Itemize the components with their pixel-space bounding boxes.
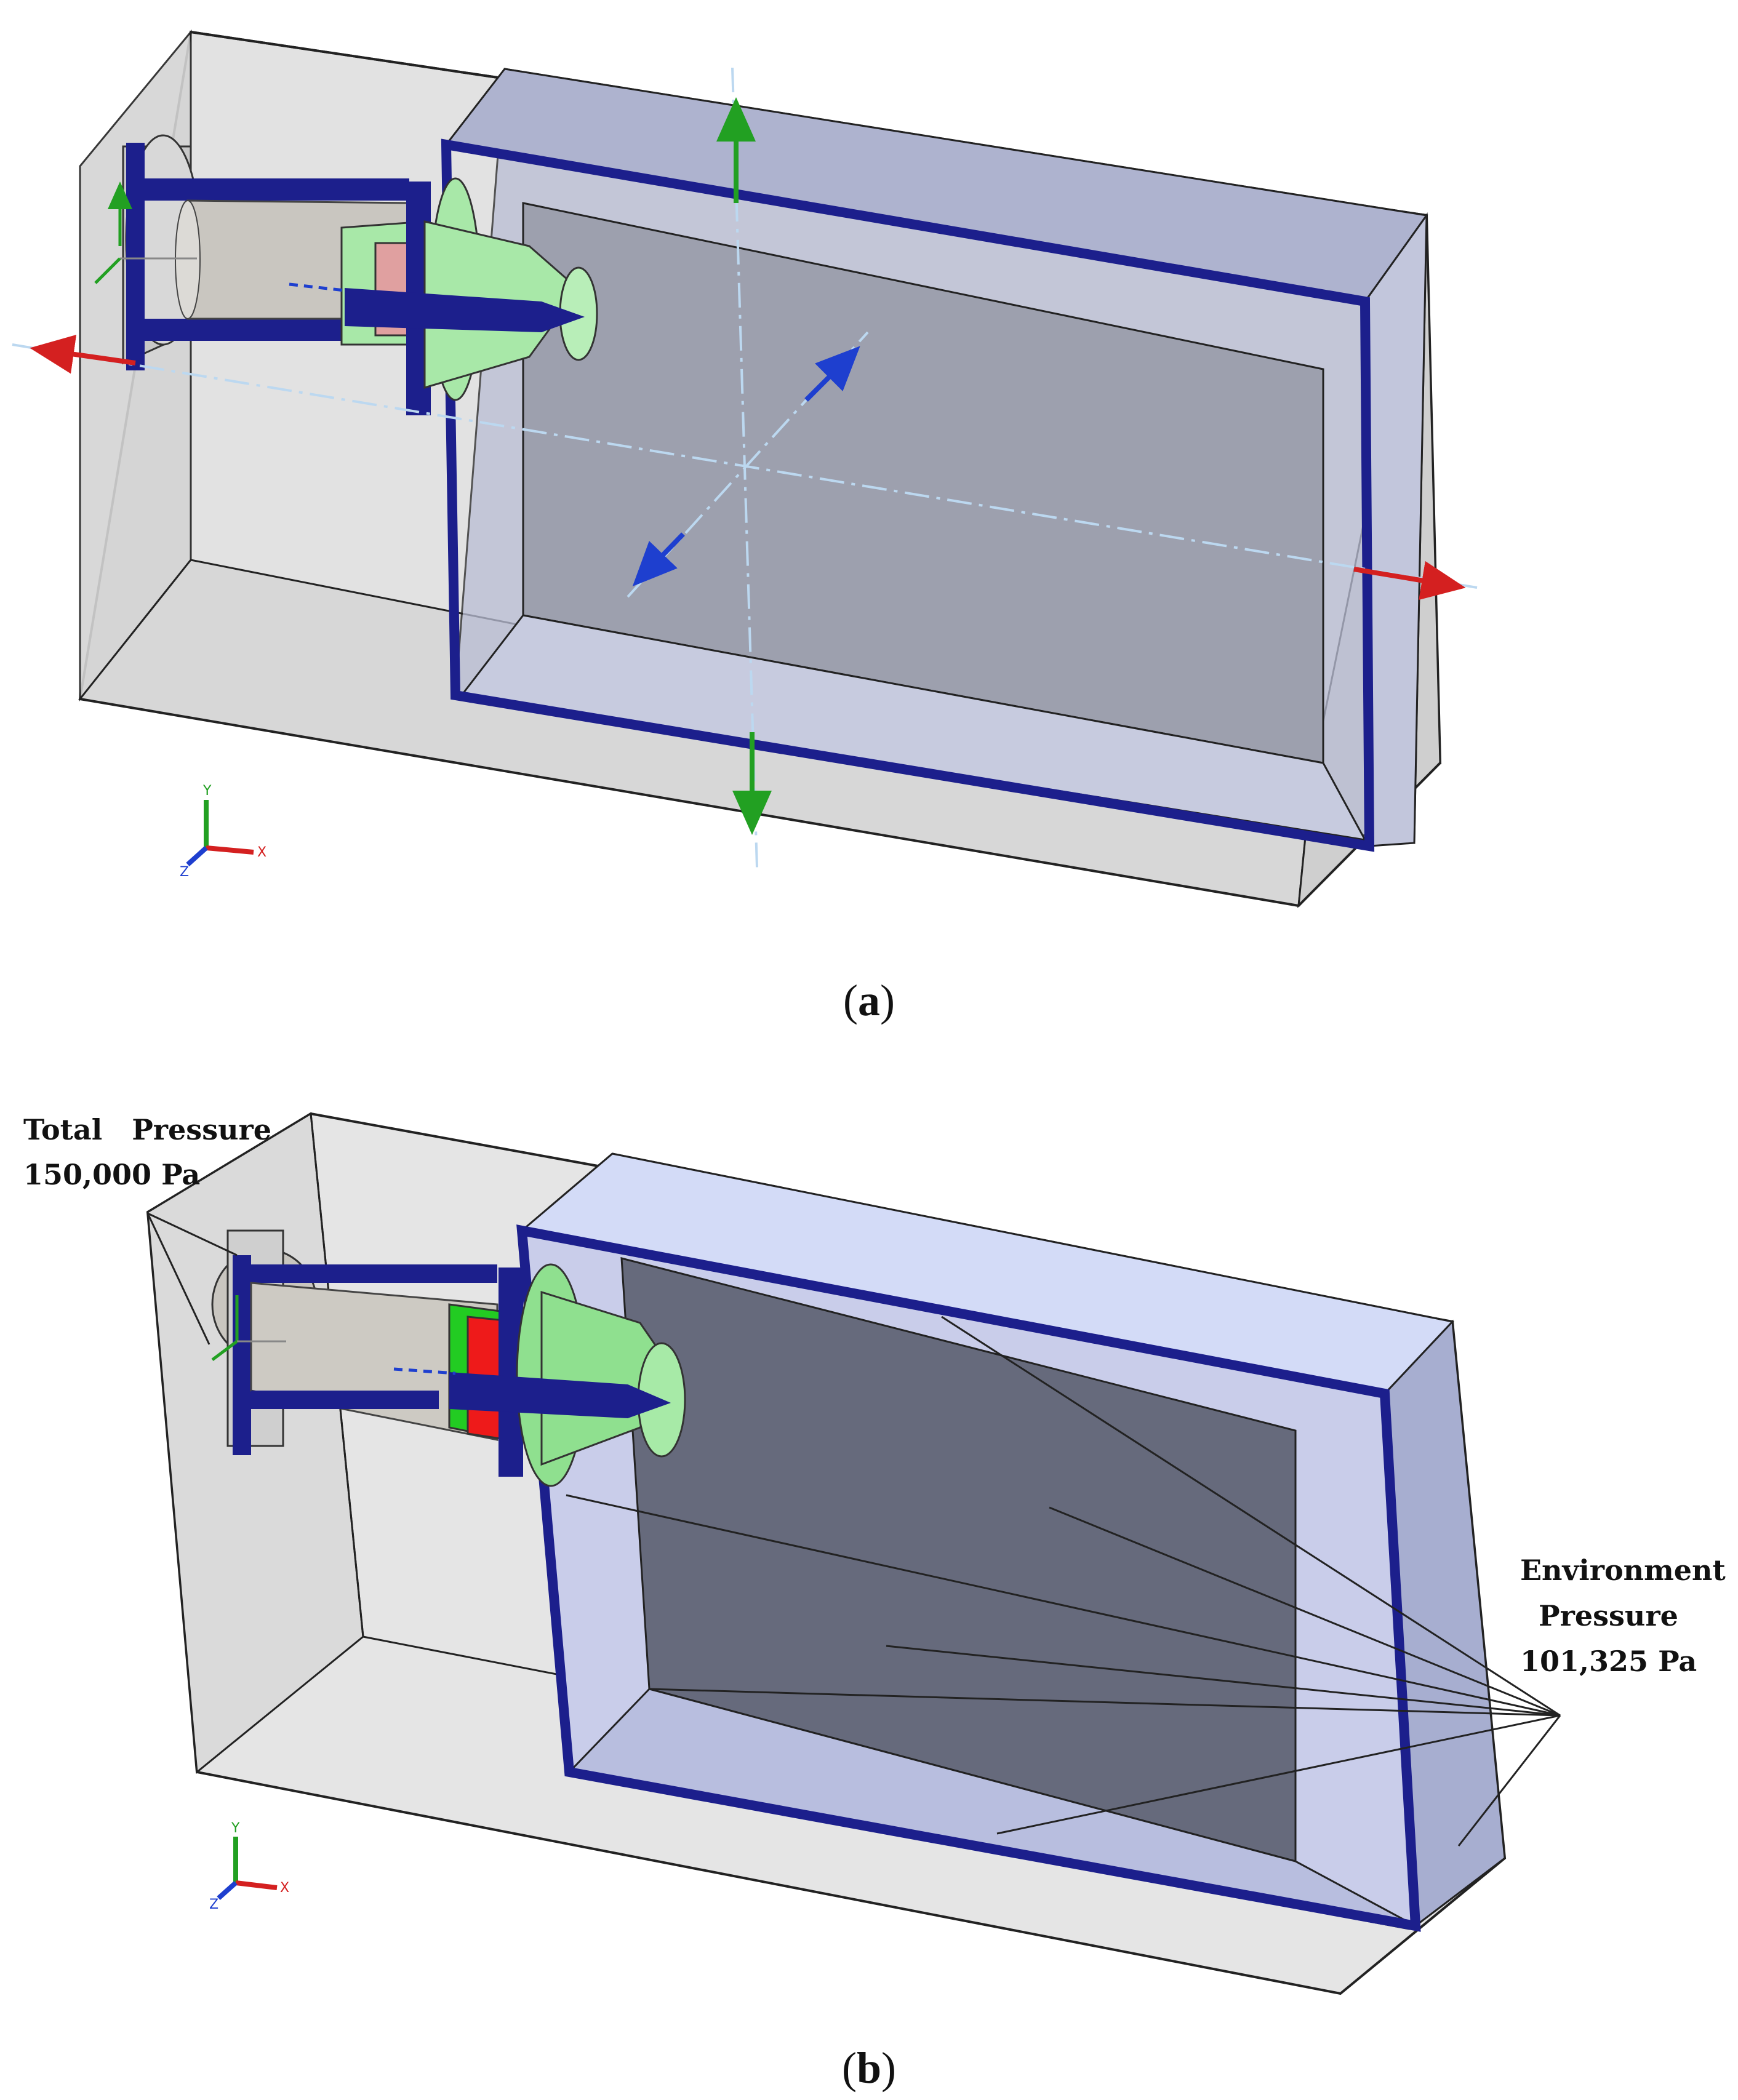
triad-x-axis bbox=[235, 1880, 278, 1890]
triad-x-axis bbox=[206, 845, 254, 855]
nozzle-assembly-b bbox=[211, 1229, 686, 1487]
triad-x-label: X bbox=[280, 1880, 289, 1896]
panel-b-caption: (b) bbox=[842, 2043, 896, 2093]
panel-b: Y X Z Total Pressure 150,000 Pa Environm… bbox=[23, 1112, 1726, 2093]
axis-triad-b: Y X Z bbox=[209, 1821, 289, 1912]
ambient-region-box-a bbox=[441, 68, 1428, 852]
triad-z-label: Z bbox=[209, 1897, 218, 1912]
triad-y-label: Y bbox=[231, 1821, 240, 1836]
triad-x-label: X bbox=[257, 845, 266, 860]
bc-arrows-a bbox=[30, 97, 1466, 835]
environment-pressure-label: Environment Pressure 101,325 Pa bbox=[1520, 1554, 1726, 1678]
ambient-region-box-b bbox=[516, 1152, 1506, 1932]
inlet-label-line2: 150,000 Pa bbox=[23, 1158, 200, 1191]
outlet-label-line3: 101,325 Pa bbox=[1520, 1645, 1697, 1678]
outlet-label-line2: Pressure bbox=[1539, 1599, 1678, 1632]
axis-triad-a: Y X Z bbox=[180, 783, 266, 880]
nozzle-assembly-a bbox=[122, 134, 598, 415]
triad-z-label: Z bbox=[180, 864, 189, 880]
panel-a: Y X Z (a) bbox=[12, 29, 1478, 1025]
outlet-label-line1: Environment bbox=[1520, 1554, 1726, 1587]
inlet-pressure-label: Total Pressure 150,000 Pa bbox=[23, 1113, 271, 1191]
panel-a-caption: (a) bbox=[843, 976, 895, 1025]
triad-z-axis bbox=[186, 846, 208, 866]
triad-y-label: Y bbox=[202, 783, 212, 799]
triad-z-axis bbox=[217, 1881, 238, 1900]
leader-lines-b bbox=[146, 1212, 1561, 1846]
inlet-label-line1: Total Pressure bbox=[23, 1113, 271, 1146]
